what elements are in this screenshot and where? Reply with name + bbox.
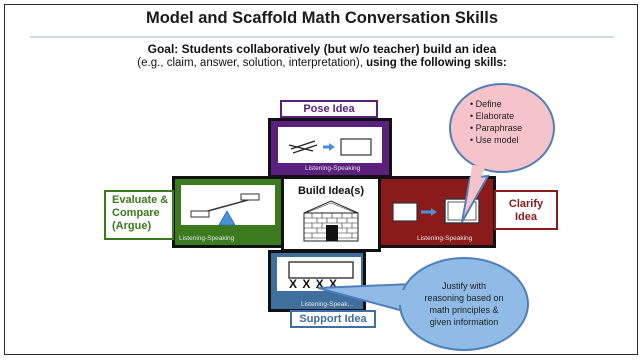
bottom-callout-text: Justify with reasoning based on math pri… xyxy=(404,280,524,328)
evaluate-label-line3: (Argue) xyxy=(112,220,152,232)
bottom-callout-line: reasoning based on xyxy=(424,293,504,303)
clarify-sublabel: Listening-Speaking xyxy=(417,235,473,242)
goal-detail-bold: using the following skills: xyxy=(366,57,507,69)
top-callout-tail-cover xyxy=(466,165,486,210)
support-label-text: Support Idea xyxy=(299,313,367,325)
goal-detail-text: (e.g., claim, answer, solution, interpre… xyxy=(137,57,367,69)
callout-item: • Use model xyxy=(470,135,519,145)
pose-label: Pose Idea xyxy=(280,100,378,118)
support-sketch xyxy=(277,257,361,291)
evaluate-quadrant: Listening-Speaking xyxy=(172,176,284,248)
pose-sketch xyxy=(278,127,382,163)
pose-quadrant: Listening-Speaking xyxy=(268,118,392,178)
clarify-label-line1: Clarify xyxy=(508,198,544,210)
callout-item: • Define xyxy=(470,99,502,109)
pose-label-text: Pose Idea xyxy=(303,103,355,115)
build-idea-center: Build Idea(s) xyxy=(281,176,381,252)
title-divider xyxy=(30,36,614,38)
evaluate-label-line1: Evaluate & xyxy=(112,194,169,206)
evaluate-label: Evaluate & Compare (Argue) xyxy=(104,190,174,240)
clarify-label: Clarify Idea xyxy=(494,190,558,230)
brick-wall-icon xyxy=(303,200,359,242)
evaluate-sublabel: Listening-Speaking xyxy=(179,235,235,242)
slide-title: Model and Scaffold Math Conversation Ski… xyxy=(145,9,499,27)
top-callout-list: • Define • Elaborate • Paraphrase • Use … xyxy=(470,98,522,146)
support-sublabel: Listening-Speak... xyxy=(301,301,354,308)
support-label: Support Idea xyxy=(290,310,376,328)
callout-item: • Paraphrase xyxy=(470,123,523,133)
goal-line: Goal: Students collaboratively (but w/o … xyxy=(147,42,497,56)
clarify-label-line2: Idea xyxy=(514,211,537,223)
evaluate-label-line2: Compare xyxy=(112,207,160,219)
bottom-callout-line: given information xyxy=(429,317,499,327)
center-label: Build Idea(s) xyxy=(297,185,364,197)
goal-detail: (e.g., claim, answer, solution, interpre… xyxy=(0,57,644,69)
bottom-callout-line: Justify with xyxy=(441,281,486,291)
support-quadrant: X X X X Listening-Speak... xyxy=(268,250,366,312)
pose-sublabel: Listening-Speaking xyxy=(305,165,361,172)
bottom-callout-tail-cover xyxy=(330,290,424,310)
top-callout-ellipse xyxy=(449,83,555,173)
callout-item: • Elaborate xyxy=(470,111,515,121)
balance-scale-sketch xyxy=(181,185,275,226)
bottom-callout-line: math principles & xyxy=(429,305,499,315)
